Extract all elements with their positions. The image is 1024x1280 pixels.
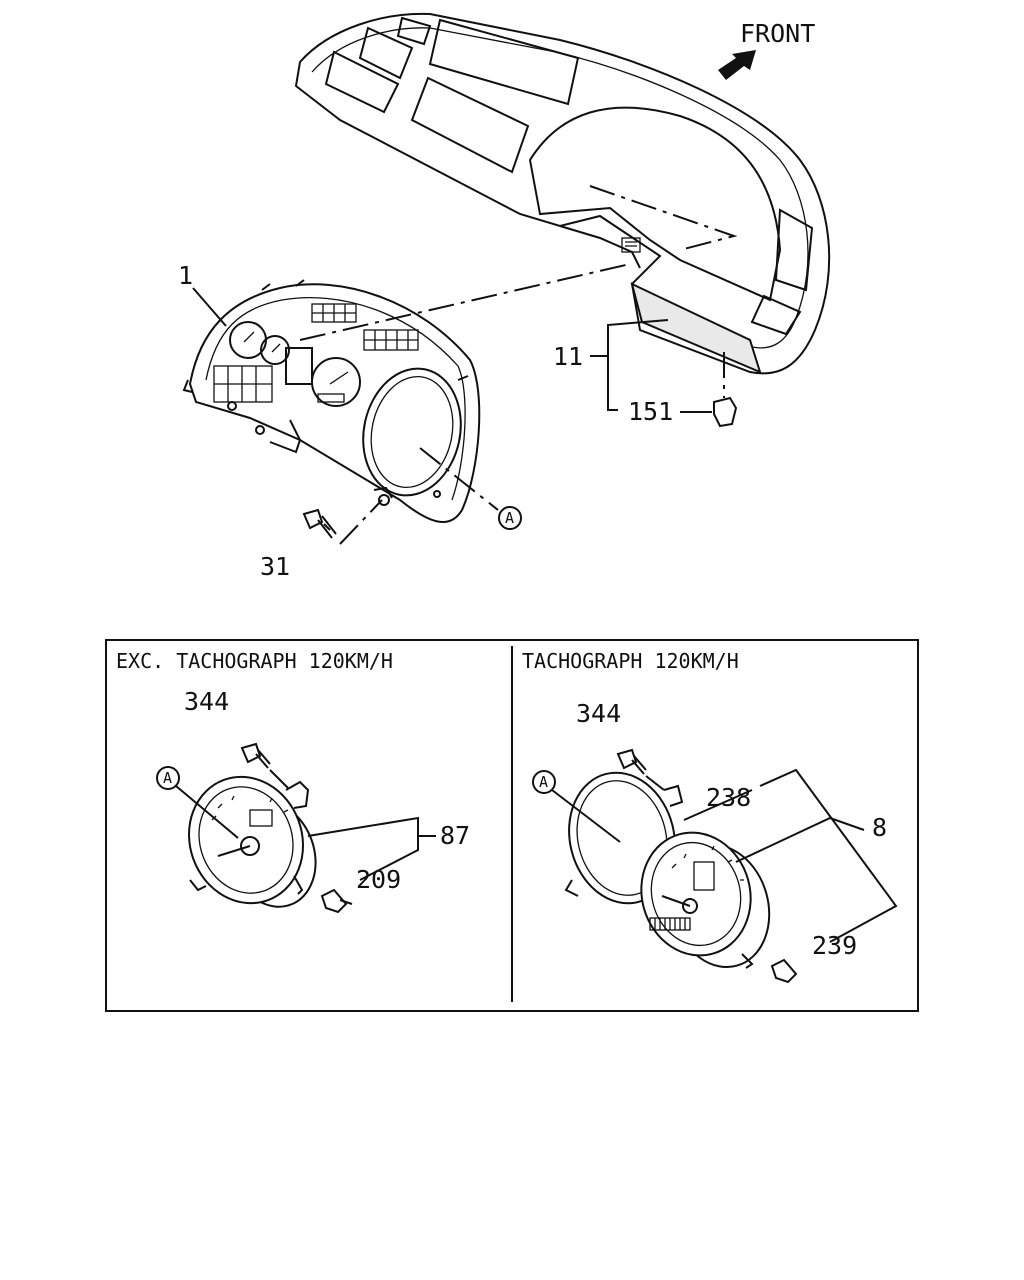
lens-ring (568, 771, 676, 905)
panel-exc-callout-87: 87 (440, 821, 470, 850)
panel-tach-callout-238: 238 (706, 783, 751, 812)
ref-a-circle (498, 506, 522, 530)
panel-tachograph-title: TACHOGRAPH 120KM/H (522, 649, 739, 673)
instrument-panel-drawing (182, 279, 481, 524)
panel-exc-tachograph-title: EXC. TACHOGRAPH 120KM/H (116, 649, 393, 673)
callout-11-group: 11 151 (553, 319, 738, 428)
panel-exc-callout-344: 344 (184, 687, 229, 716)
screw-31 (302, 499, 383, 545)
callout-31: 31 (260, 552, 290, 581)
panel-exc-ref-a: A (163, 769, 172, 787)
panel-tach-callout-8: 8 (872, 813, 887, 842)
switch-grid-lower (213, 365, 273, 403)
front-direction-indicator: FRONT (718, 19, 815, 80)
variant-panel-frame (105, 639, 919, 1012)
callout-151: 151 (628, 397, 673, 426)
front-label: FRONT (740, 19, 815, 48)
callout-11: 11 (553, 342, 583, 371)
dash-panel-drawing (294, 12, 831, 375)
panel-tach-callout-344: 344 (576, 699, 621, 728)
clip-icon (713, 396, 738, 428)
callout-1: 1 (178, 261, 193, 290)
front-arrow-icon (718, 50, 756, 80)
tachograph-face (640, 831, 752, 957)
panel-tach-callout-239: 239 (812, 931, 857, 960)
panel-tachograph: TACHOGRAPH 120KM/H 344 239 238 8 (522, 649, 898, 984)
ref-a-main: A (505, 509, 514, 527)
switch-grid-upper (311, 303, 419, 351)
speedometer-face (188, 775, 304, 905)
panel-exc-tachograph: EXC. TACHOGRAPH 120KM/H 344 209 87 A (116, 649, 470, 914)
panel-tach-ref-a: A (539, 773, 548, 791)
